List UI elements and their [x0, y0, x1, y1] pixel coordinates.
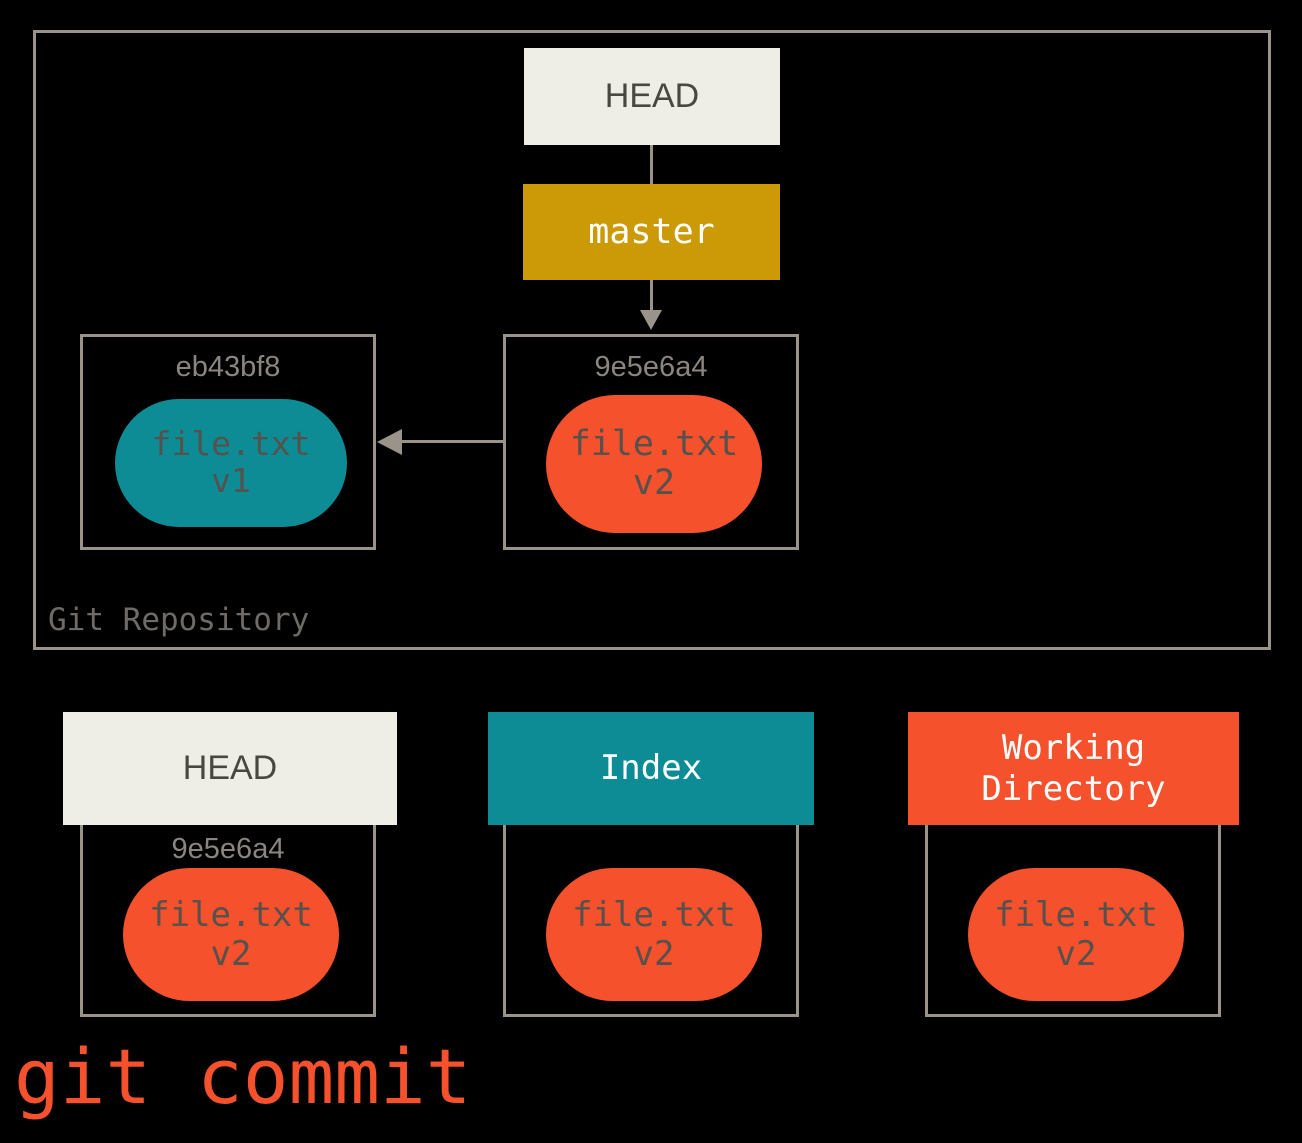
blob-area-working-directory-version: v2 [1055, 933, 1097, 974]
git-repository-label: Git Repository [48, 602, 310, 638]
git-repository-frame [33, 30, 1271, 650]
commit-box-head: 9e5e6a4 file.txt v2 [503, 334, 799, 550]
area-header-index-label: Index [599, 748, 703, 789]
blob-area-index-filename: file.txt [572, 895, 736, 936]
branch-master-label: master [588, 212, 715, 252]
blob-area-working-directory-filename: file.txt [994, 895, 1158, 936]
area-hash-head: 9e5e6a4 [171, 833, 285, 865]
connector-head-to-master [650, 145, 653, 185]
connector-master-to-commit [650, 280, 653, 314]
blob-parent-version: v1 [211, 461, 251, 500]
branch-master-box: master [523, 184, 780, 280]
blob-area-working-directory: file.txt v2 [968, 868, 1184, 1001]
caption-git-commit: git commit [14, 1032, 472, 1121]
blob-head: file.txt v2 [546, 395, 762, 533]
arrow-commit-to-parent-icon [377, 429, 402, 455]
blob-area-head-filename: file.txt [149, 895, 313, 936]
area-body-working-directory: file.txt v2 [925, 825, 1221, 1017]
blob-area-index-version: v2 [633, 933, 675, 974]
commit-hash-parent: eb43bf8 [175, 351, 281, 383]
area-body-head: 9e5e6a4 file.txt v2 [80, 825, 376, 1017]
connector-commit-to-parent [400, 440, 503, 443]
area-header-working-directory: Working Directory [908, 712, 1239, 825]
blob-head-filename: file.txt [569, 423, 739, 464]
area-header-index: Index [488, 712, 814, 825]
commit-box-parent: eb43bf8 file.txt v1 [80, 334, 376, 550]
blob-parent-filename: file.txt [151, 424, 311, 464]
blob-area-head-version: v2 [210, 933, 252, 974]
area-header-head-label: HEAD [182, 749, 278, 788]
blob-head-version: v2 [632, 463, 676, 503]
blob-area-index: file.txt v2 [546, 868, 762, 1001]
head-pointer-label: HEAD [604, 77, 700, 115]
area-body-index: file.txt v2 [503, 825, 799, 1017]
area-header-head: HEAD [63, 712, 397, 825]
head-pointer-box: HEAD [524, 48, 780, 145]
commit-hash-head: 9e5e6a4 [594, 351, 708, 383]
blob-parent: file.txt v1 [115, 399, 347, 527]
area-header-working-directory-label: Working Directory [981, 728, 1166, 809]
arrow-master-to-commit-icon [640, 310, 662, 330]
blob-area-head: file.txt v2 [123, 868, 339, 1001]
